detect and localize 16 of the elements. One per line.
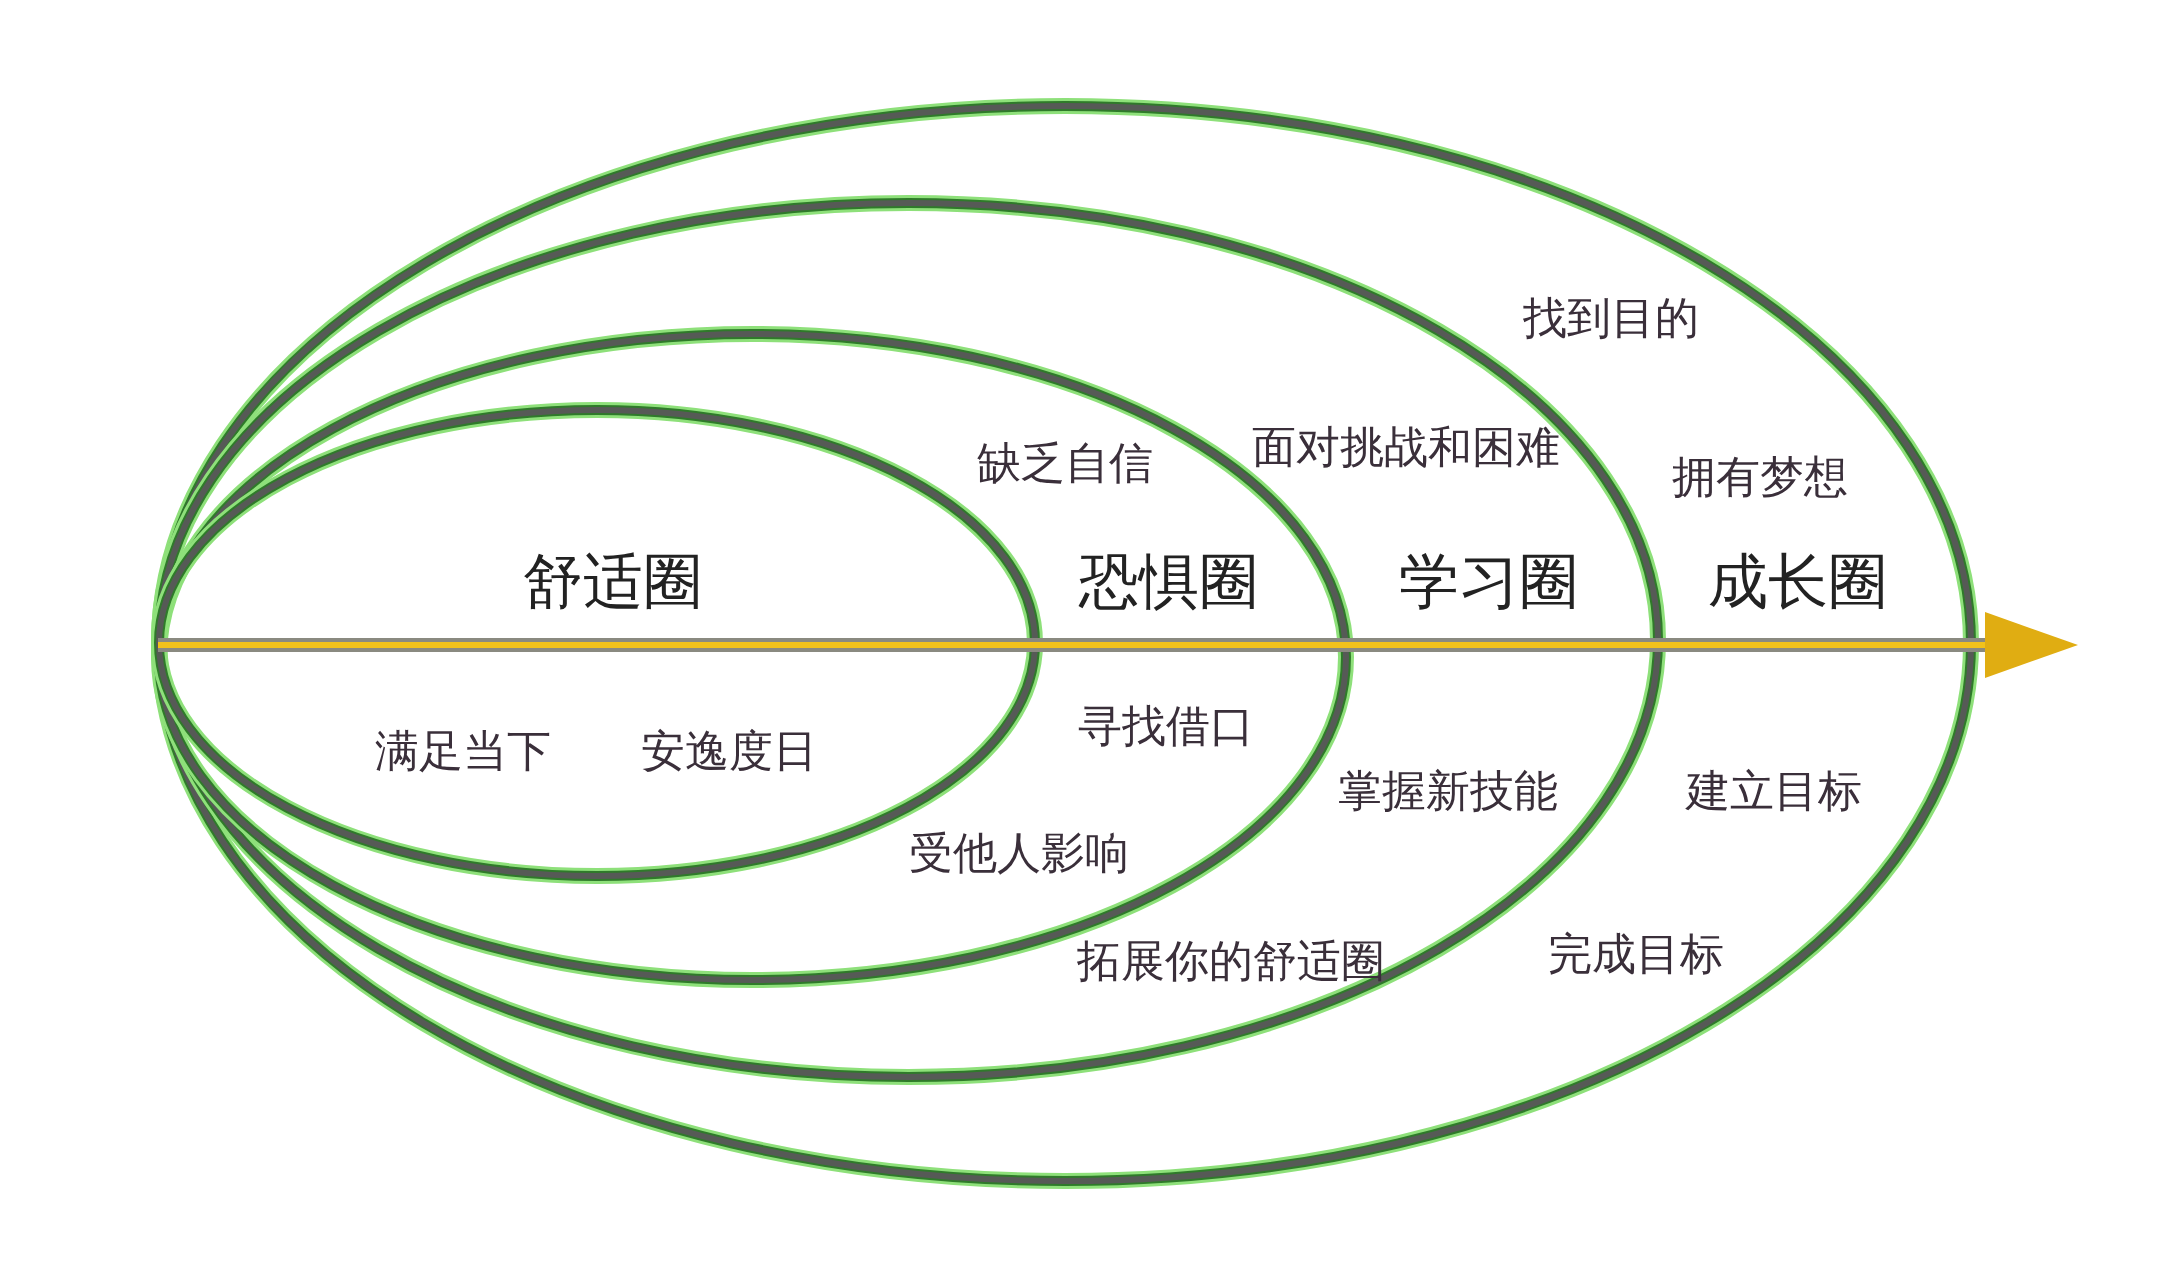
zone-label: 找到目的 bbox=[1523, 292, 1699, 344]
zone-label: 拥有梦想 bbox=[1672, 451, 1848, 503]
zone-label: 建立目标 bbox=[1686, 765, 1862, 817]
zone-title: 舒适圈 bbox=[523, 546, 703, 616]
zone-label: 寻找借口 bbox=[1078, 700, 1254, 752]
zone-label: 拓展你的舒适圈 bbox=[1077, 935, 1385, 987]
zone-label: 掌握新技能 bbox=[1338, 765, 1558, 817]
zone-label: 面对挑战和困难 bbox=[1252, 421, 1560, 473]
zone-title: 学习圈 bbox=[1399, 546, 1579, 616]
zone-title: 恐惧圈 bbox=[1079, 546, 1259, 616]
zone-label: 完成目标 bbox=[1548, 928, 1724, 980]
zone-label: 缺乏自信 bbox=[977, 437, 1153, 489]
zone-title: 成长圈 bbox=[1708, 546, 1888, 616]
zone-label: 受他人影响 bbox=[909, 827, 1129, 879]
zone-label: 安逸度日 bbox=[641, 725, 817, 777]
zone-label: 满足当下 bbox=[375, 725, 551, 777]
